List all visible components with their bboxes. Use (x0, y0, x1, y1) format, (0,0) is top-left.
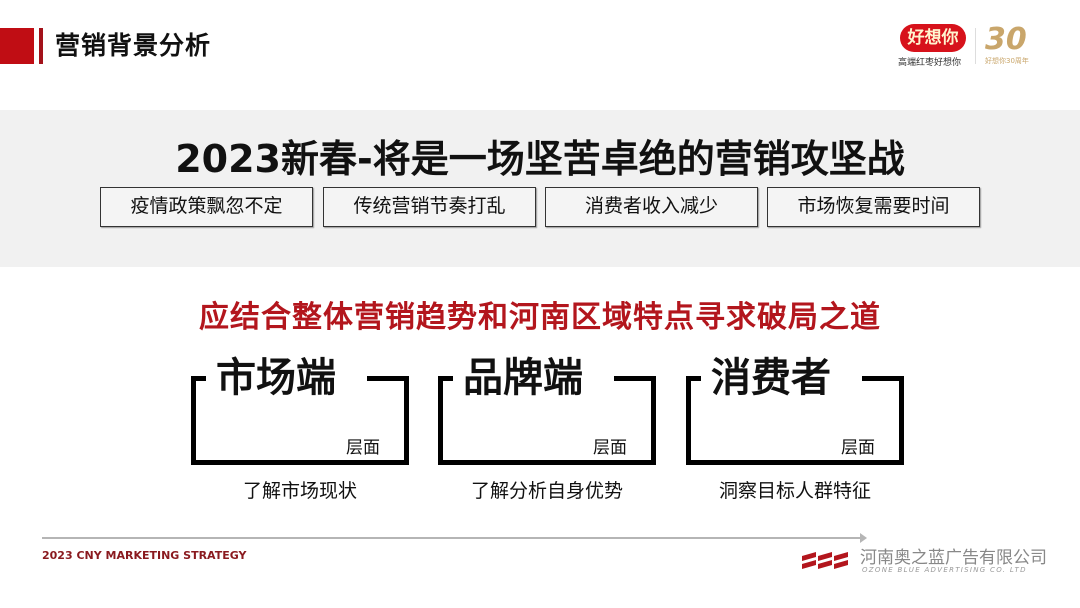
pillar-title: 市场端 (216, 355, 336, 401)
frame-top-left (686, 376, 701, 381)
pillar-layer-label: 层面 (346, 438, 380, 458)
pillar-frame-consumer (686, 376, 904, 465)
challenge-box: 消费者收入减少 (545, 187, 758, 227)
pillar-desc: 了解分析自身优势 (470, 480, 623, 502)
footer-caption: 2023 CNY MARKETING STRATEGY (42, 549, 247, 562)
footer-divider (42, 537, 862, 539)
ozone-logo-icon (802, 552, 848, 569)
brand-logo: 好想你 (900, 24, 966, 52)
challenge-box: 传统营销节奏打乱 (323, 187, 536, 227)
header-accent-line (39, 28, 43, 64)
frame-top-left (191, 376, 206, 381)
logo-divider (975, 28, 976, 64)
pillar-title: 消费者 (711, 355, 831, 401)
pillar-layer-label: 层面 (593, 438, 627, 458)
arrow-right-icon (860, 533, 867, 543)
challenge-box: 市场恢复需要时间 (767, 187, 980, 227)
frame-top-right (367, 376, 409, 381)
frame-top-right (862, 376, 904, 381)
pillar-frame-market (191, 376, 409, 465)
headline-title: 2023新春-将是一场坚苦卓绝的营销攻坚战 (175, 137, 905, 181)
anniversary-caption: 好想你30周年 (985, 57, 1029, 65)
company-name-en: OZONE BLUE ADVERTISING CO. LTD (862, 566, 1027, 574)
frame-top-right (614, 376, 656, 381)
challenge-box: 疫情政策飘忽不定 (100, 187, 313, 227)
pillar-frame-brand (438, 376, 656, 465)
frame-top-left (438, 376, 453, 381)
pillar-title: 品牌端 (463, 355, 583, 401)
pillar-desc: 洞察目标人群特征 (718, 480, 871, 502)
page-title: 营销背景分析 (55, 31, 212, 60)
pillar-layer-label: 层面 (841, 438, 875, 458)
anniversary-logo: 30 (985, 22, 1027, 57)
header-accent-block (0, 28, 34, 64)
brand-tagline: 高端红枣好想你 (898, 58, 962, 68)
company-name-cn: 河南奥之蓝广告有限公司 (860, 548, 1047, 568)
strategy-subtitle: 应结合整体营销趋势和河南区域特点寻求破局之道 (199, 300, 881, 335)
pillar-desc: 了解市场现状 (242, 480, 357, 502)
